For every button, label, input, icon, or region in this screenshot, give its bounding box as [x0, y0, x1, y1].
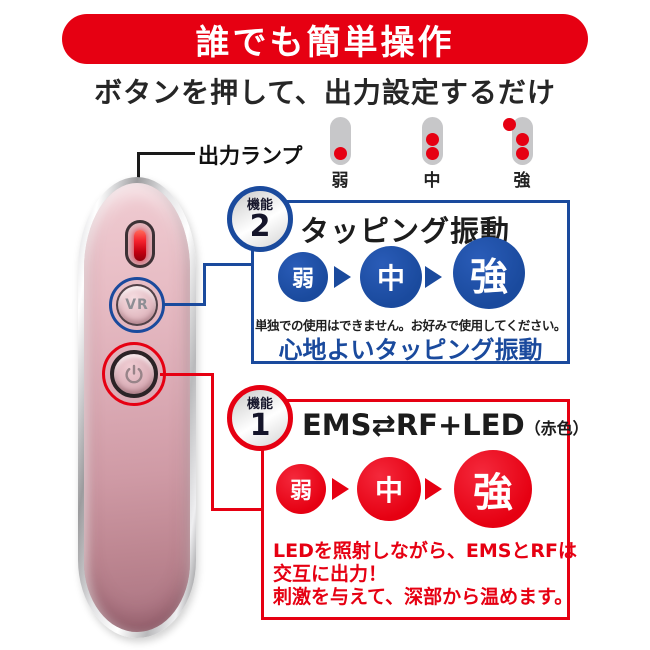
arrow-right-icon: [334, 266, 351, 288]
description-line: 刺激を与えて、深部から温めます。: [273, 586, 574, 609]
lamp-level-label: 中: [423, 171, 441, 191]
lamp-dot-icon: [503, 118, 516, 131]
function1-title-main: EMS⇄RF+LED: [302, 408, 525, 442]
header-title: 誰でも簡単操作: [195, 22, 455, 63]
power-connector-segment: [160, 373, 214, 376]
vr-connector-segment: [203, 263, 253, 266]
header-banner: 誰でも簡単操作: [62, 14, 588, 64]
function1-level-medium: 中: [357, 457, 421, 521]
description-line: LEDを照射しながら、EMSとRFは: [273, 540, 578, 562]
function1-level-weak: 弱: [276, 464, 326, 514]
function2-highlight: 心地よいタッピング振動: [278, 336, 543, 364]
function1-panel: EMS⇄RF+LED （赤色） 弱 中 強 LEDを照射しながら、EMSとRFは…: [261, 399, 589, 620]
power-connector-segment: [211, 373, 214, 511]
lamp-dot-icon: [334, 147, 347, 160]
function2-level-strong: 強: [453, 237, 525, 309]
function1-description: LEDを照射しながら、EMSとRFは 交互に出力！ 刺激を与えて、深部から温めま…: [273, 540, 577, 610]
arrow-right-icon: [425, 266, 442, 288]
subtitle-text: ボタンを押して、出力設定するだけ: [94, 76, 556, 109]
lamp-dot-icon: [516, 147, 529, 160]
function2-level-medium: 中: [360, 246, 422, 308]
lamp-level-label: 強: [513, 171, 531, 191]
function1-title: EMS⇄RF+LED （赤色）: [302, 408, 589, 442]
vr-connector-segment: [203, 263, 206, 306]
lamp-callout-line-horizontal: [137, 152, 195, 155]
function2-badge: 機能 2: [227, 186, 293, 252]
function2-note: 単独での使用はできません。お好みで使用してください。: [255, 318, 566, 333]
lamp-dot-icon: [426, 147, 439, 160]
lamp-level-label: 弱: [331, 171, 349, 191]
function2-level-weak: 弱: [278, 252, 328, 302]
function2-panel: タッピング振動 弱 中 強 単独での使用はできません。お好みで使用してください。…: [251, 200, 570, 364]
power-connector-segment: [211, 508, 263, 511]
function1-level-strong: 強: [454, 450, 532, 528]
function1-title-suffix: （赤色）: [524, 419, 589, 438]
device-output-lamp-window: [125, 220, 155, 268]
lamp-level-2: 中: [408, 117, 456, 191]
arrow-right-icon: [425, 478, 442, 500]
badge-word: 機能: [246, 197, 273, 213]
badge-number: 2: [249, 208, 271, 244]
badge-word: 機能: [246, 396, 273, 412]
power-button-highlight-circle: [102, 342, 166, 406]
description-line: 交互に出力！: [273, 563, 388, 586]
device-photo: VR: [78, 177, 196, 638]
lamp-dot-icon: [426, 133, 439, 146]
output-lamp-label: 出力ランプ: [198, 144, 303, 168]
lamp-glow-icon: [134, 230, 146, 261]
lamp-level-1: 弱: [316, 117, 364, 191]
badge-number: 1: [249, 407, 271, 443]
function1-badge: 機能 1: [227, 385, 293, 451]
vr-button-highlight-circle: [109, 277, 165, 333]
lamp-dot-icon: [516, 133, 529, 146]
arrow-right-icon: [332, 478, 349, 500]
lamp-level-3: 強: [498, 117, 546, 191]
vr-connector-segment: [163, 303, 206, 306]
